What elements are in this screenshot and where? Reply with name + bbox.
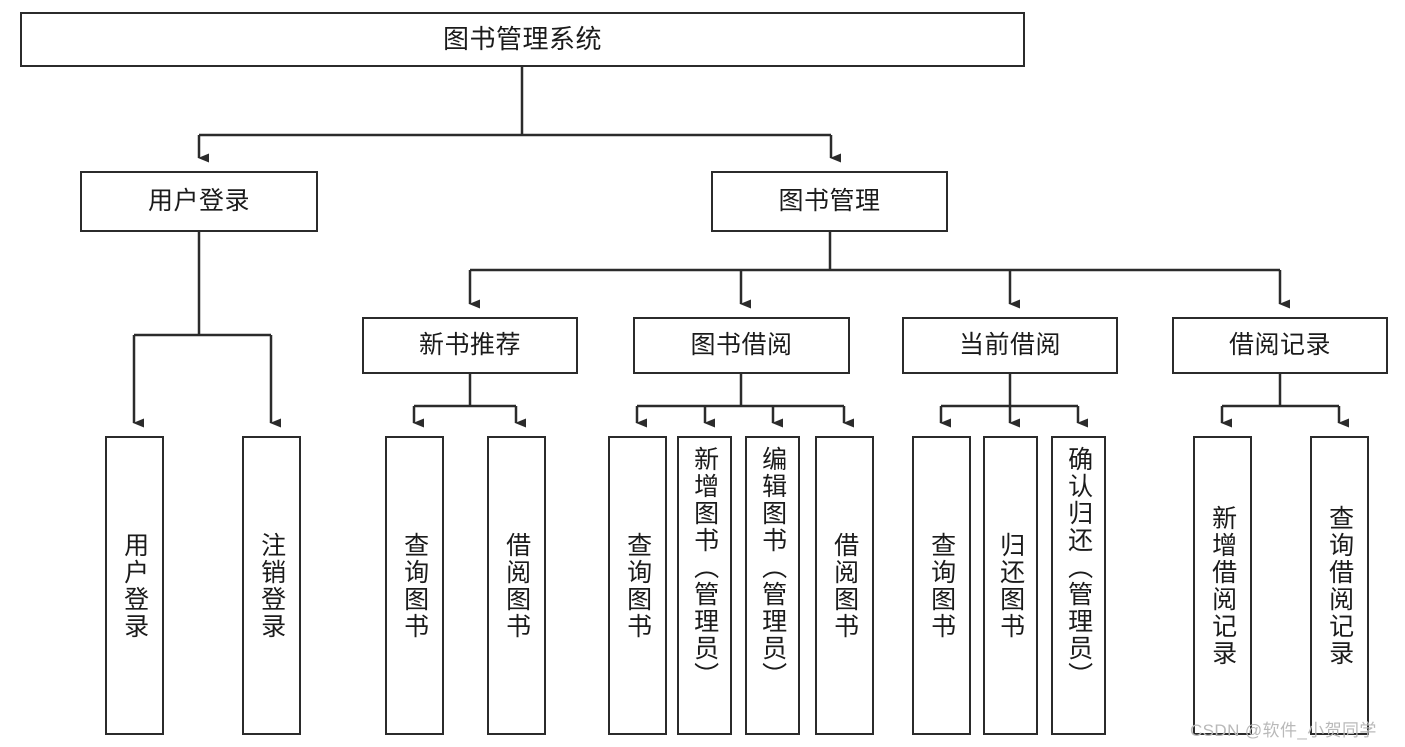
node-leaf-add-book-admin[interactable]: 新增图书（管理员） (677, 436, 732, 735)
node-label: 注销登录 (257, 531, 286, 640)
node-label: 查询借阅记录 (1325, 504, 1354, 667)
node-label: 新书推荐 (418, 330, 521, 359)
node-leaf-return-book[interactable]: 归还图书 (983, 436, 1038, 735)
node-leaf-query-book-current[interactable]: 查询图书 (912, 436, 971, 735)
node-leaf-add-borrow-record[interactable]: 新增借阅记录 (1193, 436, 1252, 735)
node-leaf-borrow-book[interactable]: 借阅图书 (815, 436, 874, 735)
node-label: 借阅图书 (830, 531, 859, 640)
node-label: 确认归还（管理员） (1064, 446, 1093, 689)
node-label: 查询图书 (927, 531, 956, 640)
node-root-system[interactable]: 图书管理系统 (20, 12, 1025, 67)
node-leaf-logout[interactable]: 注销登录 (242, 436, 301, 735)
node-label: 用户登录 (120, 531, 149, 640)
node-borrow-record[interactable]: 借阅记录 (1172, 317, 1388, 374)
node-label: 用户登录 (147, 186, 250, 215)
node-label: 图书管理系统 (442, 24, 602, 55)
node-leaf-confirm-return-admin[interactable]: 确认归还（管理员） (1051, 436, 1106, 735)
node-leaf-edit-book-admin[interactable]: 编辑图书（管理员） (745, 436, 800, 735)
node-label: 图书借阅 (690, 330, 793, 359)
node-user-login[interactable]: 用户登录 (80, 171, 318, 232)
node-label: 归还图书 (996, 531, 1025, 640)
node-label: 当前借阅 (958, 330, 1061, 359)
node-leaf-user-login[interactable]: 用户登录 (105, 436, 164, 735)
node-leaf-query-book-borrow[interactable]: 查询图书 (608, 436, 667, 735)
node-leaf-borrow-book-recommend[interactable]: 借阅图书 (487, 436, 546, 735)
node-current-borrow[interactable]: 当前借阅 (902, 317, 1118, 374)
node-new-book-recommend[interactable]: 新书推荐 (362, 317, 578, 374)
node-label: 新增借阅记录 (1208, 504, 1237, 667)
node-book-borrow[interactable]: 图书借阅 (633, 317, 850, 374)
node-book-management[interactable]: 图书管理 (711, 171, 948, 232)
node-leaf-query-book-recommend[interactable]: 查询图书 (385, 436, 444, 735)
node-label: 查询图书 (623, 531, 652, 640)
node-label: 借阅记录 (1228, 330, 1331, 359)
node-label: 图书管理 (778, 186, 881, 215)
node-label: 新增图书（管理员） (690, 446, 719, 689)
node-label: 编辑图书（管理员） (758, 446, 787, 689)
node-label: 借阅图书 (502, 531, 531, 640)
node-leaf-query-borrow-record[interactable]: 查询借阅记录 (1310, 436, 1369, 735)
watermark: CSDN @软件_小贺同学 (1190, 721, 1377, 740)
node-label: 查询图书 (400, 531, 429, 640)
